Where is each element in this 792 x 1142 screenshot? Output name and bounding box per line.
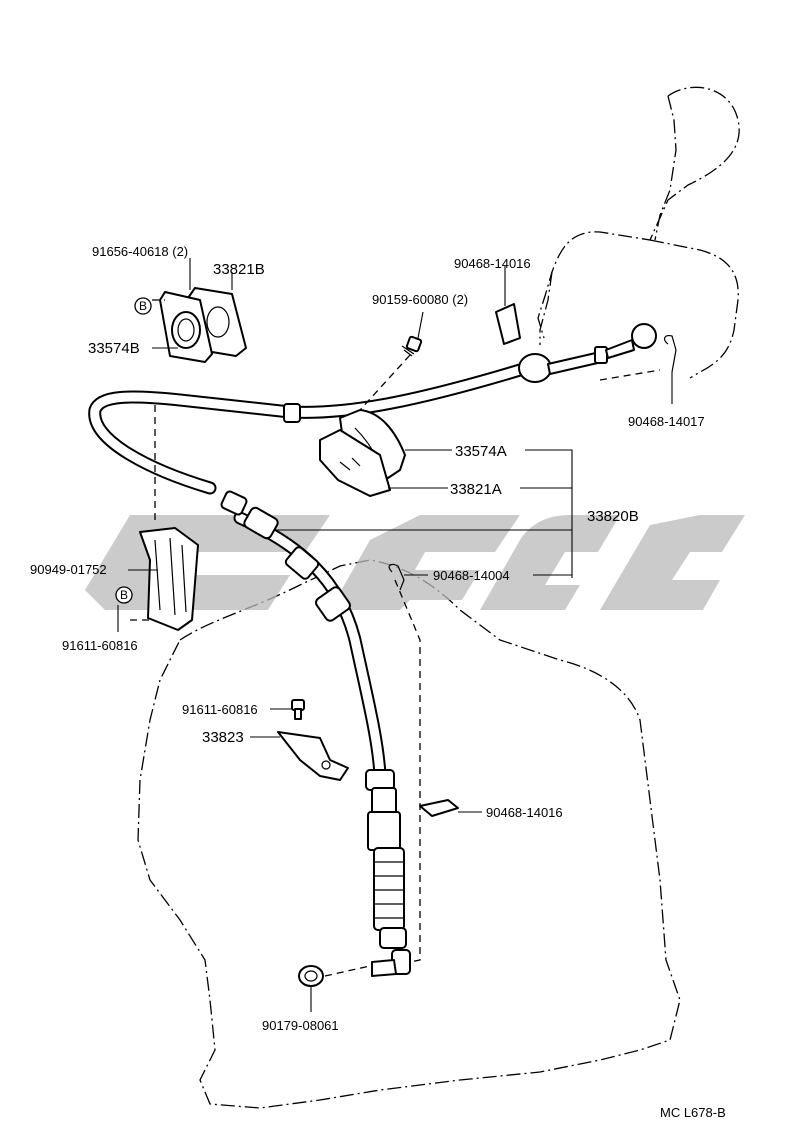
retainer-33574b	[159, 291, 213, 363]
shift-lever-outline	[537, 86, 740, 379]
label-33574a: 33574A	[455, 443, 507, 460]
marker-b-lower: B	[115, 586, 133, 604]
bracket-33823-shape	[277, 731, 349, 781]
label-clamp: 90949-01752	[30, 562, 107, 577]
label-33820b: 33820B	[587, 508, 639, 525]
retainer-33821a	[319, 429, 391, 497]
label-33823: 33823	[202, 729, 244, 746]
label-clip-upper: 90468-14016	[454, 256, 531, 271]
label-bolt-left: 91611-60816	[62, 638, 138, 653]
marker-b-upper: B	[134, 297, 152, 315]
bolt-upper-shape	[401, 335, 423, 357]
label-clip-right: 90468-14017	[628, 414, 705, 429]
label-33821a: 33821A	[450, 481, 502, 498]
clip-lower-shape	[419, 799, 459, 817]
clamp-part	[139, 527, 199, 631]
label-bolt-mid: 91611-60816	[182, 702, 258, 717]
clip-upper-shape	[495, 303, 521, 345]
diagram-code: MC L678-B	[660, 1105, 726, 1120]
label-bolt-upper: 90159-60080 (2)	[372, 292, 468, 307]
leader-lines	[117, 258, 673, 1012]
transmission-outline	[137, 559, 681, 1109]
assembly-dashed-lines	[130, 299, 661, 977]
label-clip-mid: 90468-14004	[433, 568, 510, 583]
label-nut: 90179-08061	[262, 1018, 339, 1033]
marker-b-upper-text: B	[139, 299, 147, 313]
clip-mid-shape	[388, 563, 405, 591]
bolt-mid-shape	[291, 699, 305, 720]
label-33574b: 33574B	[88, 340, 140, 357]
control-cable	[88, 323, 657, 977]
label-bolt-washer: 91656-40618 (2)	[92, 244, 188, 259]
marker-b-lower-text: B	[120, 588, 128, 602]
label-clip-lower: 90468-14016	[486, 805, 563, 820]
label-33821b: 33821B	[213, 261, 265, 278]
nut-shape	[298, 965, 324, 987]
clip-right-shape	[663, 335, 677, 373]
